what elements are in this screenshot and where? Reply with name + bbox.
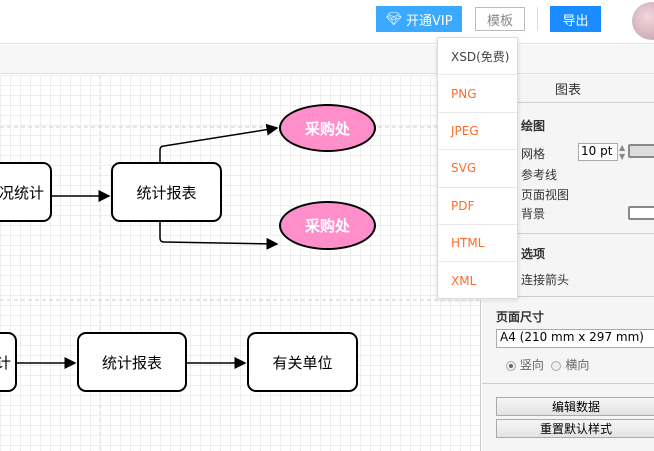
portrait-radio[interactable] bbox=[506, 360, 516, 371]
landscape-radio[interactable] bbox=[551, 360, 562, 371]
export-jpeg[interactable]: JPEG bbox=[438, 113, 517, 151]
section-title: 绘图 bbox=[521, 119, 546, 133]
connectors bbox=[0, 75, 481, 451]
guides-checkbox[interactable]: 参考线 bbox=[521, 168, 558, 182]
export-pdf[interactable]: PDF bbox=[438, 188, 517, 225]
background-color-swatch[interactable] bbox=[628, 206, 654, 220]
node-report-2[interactable]: 统计报表 bbox=[77, 332, 187, 392]
top-bar: 💎︎开通VIP 模板 导出 bbox=[0, 0, 654, 44]
node-units[interactable]: 有关单位 bbox=[247, 332, 358, 392]
divider bbox=[482, 296, 654, 297]
export-html[interactable]: HTML bbox=[438, 225, 517, 263]
vip-label: 开通VIP bbox=[405, 13, 453, 29]
edit-data-button[interactable]: 编辑数据 bbox=[496, 397, 654, 416]
divider bbox=[482, 383, 654, 384]
landscape-label[interactable]: 横向 bbox=[565, 358, 590, 372]
node-report[interactable]: 统计报表 bbox=[111, 162, 222, 222]
node-purchasing-2[interactable]: 采购处 bbox=[279, 201, 376, 250]
avatar[interactable] bbox=[632, 2, 654, 40]
node-stats[interactable]: 况统计 bbox=[0, 162, 52, 222]
edge[interactable] bbox=[159, 123, 279, 162]
tab-diagram[interactable]: 图表 bbox=[482, 75, 654, 103]
template-button[interactable]: 模板 bbox=[475, 7, 525, 31]
orientation-radios: 竖向 横向 bbox=[506, 356, 589, 373]
page-size-select[interactable]: A4 (210 mm x 297 mm) bbox=[496, 329, 654, 348]
portrait-label[interactable]: 竖向 bbox=[519, 358, 544, 372]
divider bbox=[482, 233, 654, 234]
page-size-title: 页面尺寸 bbox=[496, 310, 545, 324]
node-purchasing-1[interactable]: 采购处 bbox=[279, 104, 376, 152]
reset-style-button[interactable]: 重置默认样式 bbox=[496, 419, 654, 438]
export-menu: XSD(免费) PNG JPEG SVG PDF HTML XML bbox=[437, 37, 518, 300]
grid-size-input[interactable]: 10 pt bbox=[578, 143, 618, 161]
connection-arrows-checkbox[interactable]: 连接箭头 bbox=[521, 273, 570, 287]
options-title: 选项 bbox=[521, 247, 546, 261]
export-button[interactable]: 导出 bbox=[550, 6, 601, 32]
export-png[interactable]: PNG bbox=[438, 75, 517, 113]
page-view-checkbox[interactable]: 页面视图 bbox=[521, 188, 570, 202]
export-xml[interactable]: XML bbox=[438, 262, 517, 300]
grid-checkbox[interactable]: 网格 bbox=[521, 147, 546, 161]
background-checkbox[interactable]: 背景 bbox=[521, 207, 546, 221]
diamond-icon: 💎︎ bbox=[385, 11, 402, 27]
edge[interactable] bbox=[159, 222, 279, 250]
export-xsd[interactable]: XSD(免费) bbox=[438, 38, 517, 76]
node-stats-2[interactable]: 计 bbox=[0, 332, 17, 392]
grid-color-swatch[interactable] bbox=[628, 144, 654, 158]
export-svg[interactable]: SVG bbox=[438, 150, 517, 188]
divider bbox=[537, 7, 538, 31]
vip-button[interactable]: 💎︎开通VIP bbox=[376, 6, 462, 32]
stepper-icon[interactable]: ▲▼ bbox=[619, 143, 626, 161]
